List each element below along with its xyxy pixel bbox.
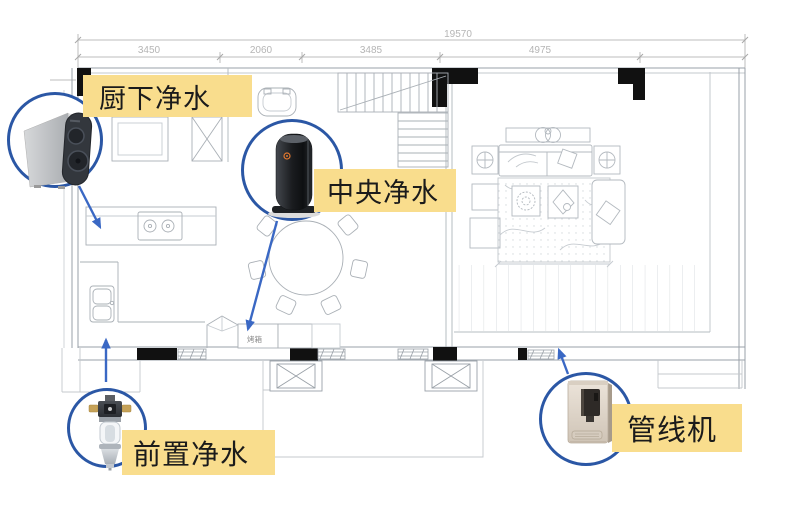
- annotation-label-pipeline: 管线机: [612, 404, 742, 452]
- wash-basin: [257, 87, 297, 117]
- callout-circle-pipeline: [539, 372, 633, 466]
- sofa: [498, 144, 593, 177]
- stove: [137, 211, 183, 241]
- annotation-label-under-sink: 厨下净水: [83, 75, 252, 117]
- tv-console: [505, 127, 591, 143]
- pier-right: [424, 360, 478, 392]
- dim-seg2: 2060: [250, 45, 273, 56]
- annotation-label-central: 中央净水: [314, 169, 456, 212]
- pier-left: [269, 360, 323, 392]
- side-cabinet-1: [471, 183, 499, 211]
- dim-overall: 19570: [444, 29, 472, 40]
- floorboards: [456, 265, 706, 331]
- arrow-central: [245, 220, 279, 332]
- annotation-label-prefilter: 前置净水: [122, 430, 275, 475]
- dimension-labels: 19570 3450 2060 3485 4975: [138, 29, 552, 56]
- brand-logo-orange: [283, 152, 291, 160]
- dim-seg3: 3485: [360, 45, 383, 56]
- dining-table: [268, 220, 344, 296]
- central-purifier-image: [268, 133, 320, 218]
- arrow-under-sink: [77, 185, 102, 230]
- rug: [494, 177, 614, 268]
- prefilter-image: [88, 395, 132, 471]
- side-table-lamp-left: [471, 145, 499, 175]
- kitchen-island: [85, 206, 217, 246]
- side-table-lamp-right: [593, 145, 621, 175]
- side-cabinet-2: [469, 217, 501, 249]
- corner-bay: [206, 315, 239, 348]
- plant-table-1: [511, 185, 541, 217]
- window-markers: [177, 348, 555, 360]
- arrow-pipeline: [557, 347, 570, 375]
- dim-seg1: 3450: [138, 45, 161, 56]
- pipeline-dispenser-image: [567, 380, 612, 444]
- oven-cabinets: [237, 323, 341, 349]
- shaft-x-box: [191, 116, 223, 162]
- dim-seg4: 4975: [529, 45, 552, 56]
- plant-table-2: [547, 185, 579, 219]
- chaise: [591, 179, 626, 245]
- dimension-lines: [50, 34, 749, 81]
- sink-counter: [80, 261, 205, 323]
- living-room: [456, 127, 706, 331]
- oven-text: 烤箱: [247, 334, 262, 344]
- staircase: [337, 72, 449, 168]
